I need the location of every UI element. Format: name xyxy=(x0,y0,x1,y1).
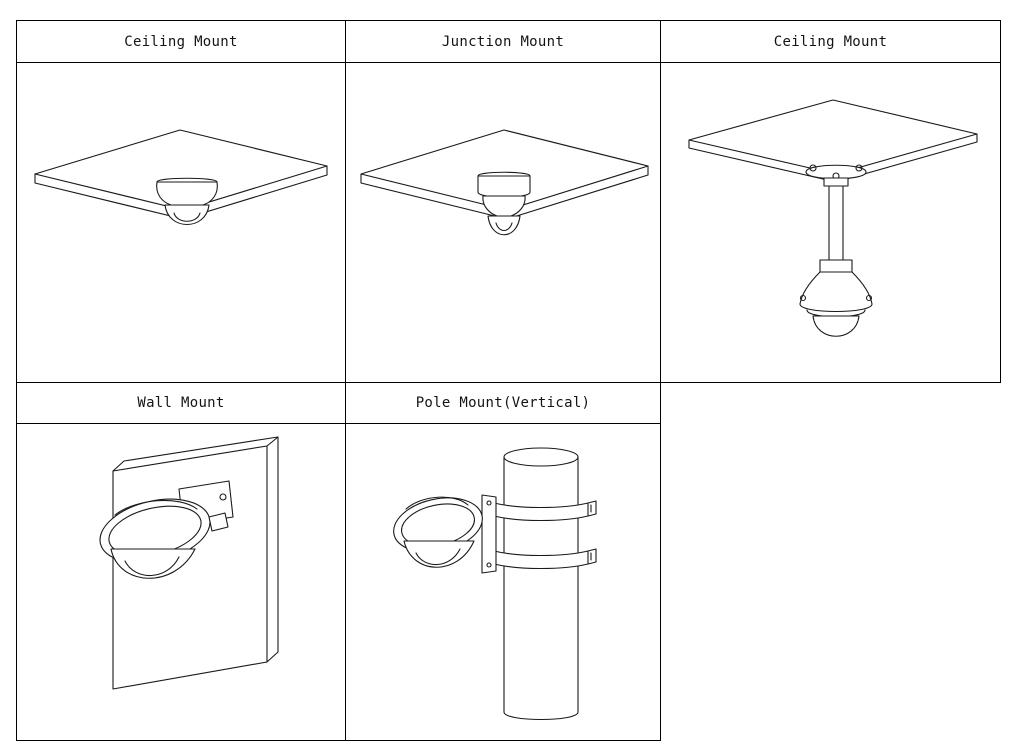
header-pole-mount: Pole Mount(Vertical) xyxy=(345,382,661,424)
header-label: Ceiling Mount xyxy=(773,33,888,50)
junction-box-dome-camera xyxy=(477,171,531,235)
wall-panel xyxy=(112,435,279,690)
pole-clamps xyxy=(481,493,597,574)
pendant-dome-camera-ceiling-mount-icon xyxy=(688,98,978,337)
header-label: Pole Mount(Vertical) xyxy=(415,395,591,411)
mount-flange xyxy=(805,163,867,180)
dome-camera-wall-mount-icon xyxy=(99,435,279,690)
header-ceiling-mount-2: Ceiling Mount xyxy=(660,20,1001,63)
header-wall-mount: Wall Mount xyxy=(16,382,346,424)
header-label: Wall Mount xyxy=(137,395,225,411)
dome-camera-ceiling-mount-icon xyxy=(34,128,328,225)
pendant-pipe xyxy=(823,176,849,261)
dome-camera-pole-mount-icon xyxy=(393,446,597,720)
body-junction-mount xyxy=(345,62,661,383)
header-label: Ceiling Mount xyxy=(124,33,238,50)
header-ceiling-mount-1: Ceiling Mount xyxy=(16,20,346,63)
header-junction-mount: Junction Mount xyxy=(345,20,661,63)
body-ceiling-mount-2 xyxy=(660,62,1001,383)
pendant-dome-camera xyxy=(799,258,873,337)
mounting-options-table: Ceiling Mount Junction Mount Ceiling Mou… xyxy=(16,20,1002,742)
wall-dome-camera xyxy=(99,479,234,579)
dome-camera-junction-box-mount-icon xyxy=(360,128,649,235)
pole xyxy=(503,446,579,720)
body-wall-mount xyxy=(16,423,346,741)
pole-dome-camera xyxy=(393,496,483,568)
body-pole-mount xyxy=(345,423,661,741)
dome-camera xyxy=(156,177,218,225)
body-ceiling-mount-1 xyxy=(16,62,346,383)
header-label: Junction Mount xyxy=(441,33,565,50)
